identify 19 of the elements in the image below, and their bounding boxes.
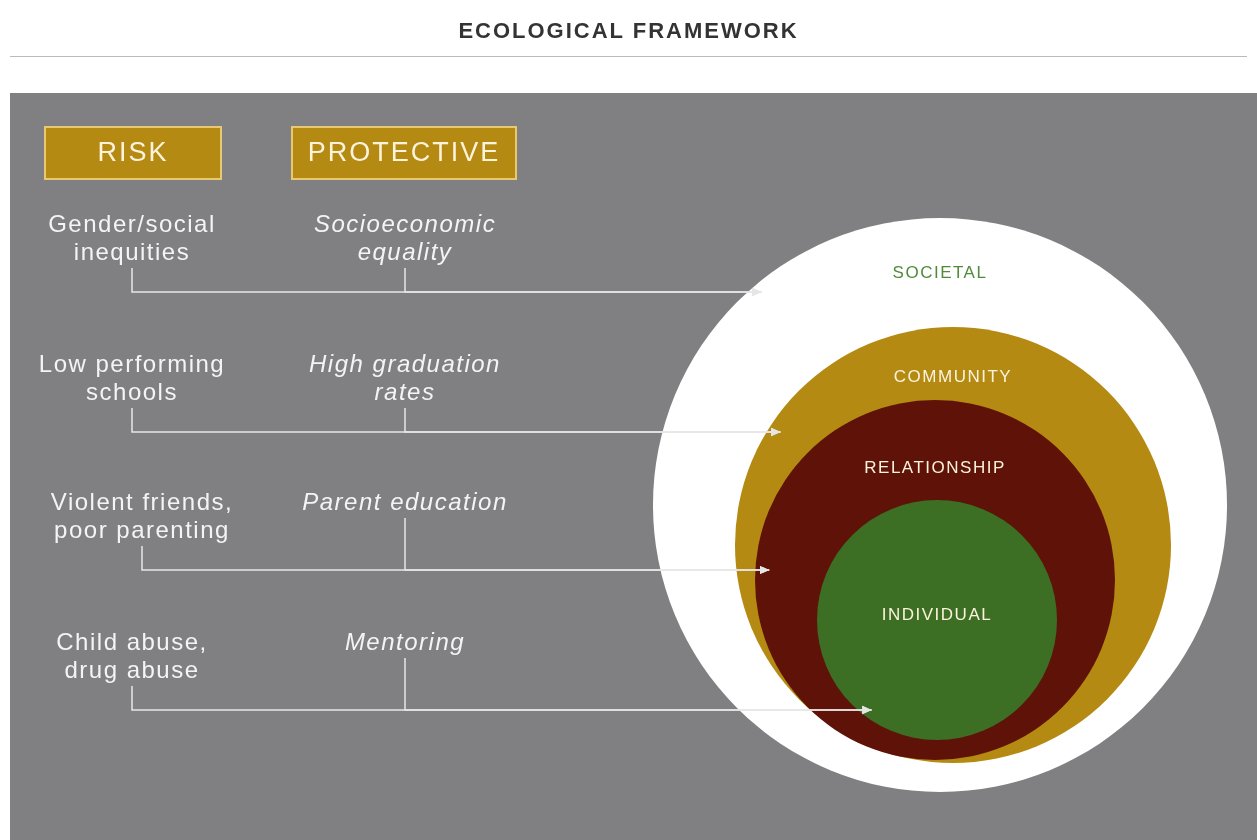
column-header: RISK [44,126,222,180]
title: ECOLOGICAL FRAMEWORK [457,18,800,44]
factor-text: Parent education [275,488,535,516]
circle-label: COMMUNITY [892,367,1014,387]
circle-label: INDIVIDUAL [880,605,994,625]
connector-arrow [404,267,763,297]
circle-label: RELATIONSHIP [863,458,1007,478]
connector-arrow [404,517,771,575]
factor-text: Socioeconomic equality [275,210,535,266]
factor-text: Mentoring [275,628,535,656]
factor-text: Gender/social inequities [22,210,242,266]
connector-arrow [404,407,782,437]
factor-text: High graduation rates [275,350,535,406]
factor-text: Violent friends, poor parenting [22,488,262,544]
factor-text: Low performing schools [22,350,242,406]
connector-arrow [404,657,873,715]
factor-text: Child abuse, drug abuse [32,628,232,684]
column-header: PROTECTIVE [291,126,517,180]
circle-label: SOCIETAL [891,263,989,283]
